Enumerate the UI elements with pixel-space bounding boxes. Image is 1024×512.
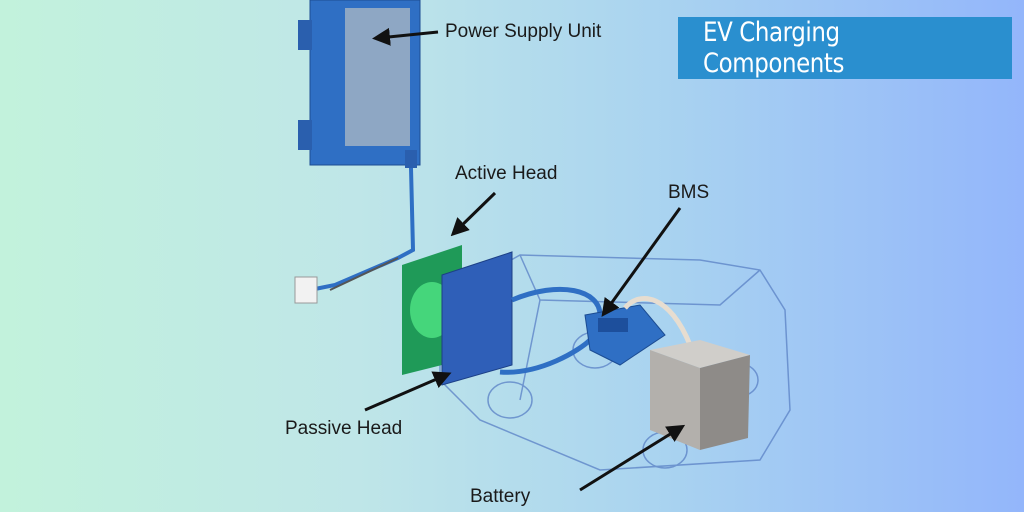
car-outline [439, 254, 791, 471]
title-banner: EV Charging Components [678, 17, 1012, 79]
label-bms: BMS [668, 182, 710, 203]
label-passive-head: Passive Head [285, 418, 403, 439]
wall-socket-icon [294, 276, 318, 304]
power-supply-unit-image [298, 0, 421, 168]
label-battery: Battery [470, 486, 531, 507]
bms-image [584, 304, 666, 366]
title-text: EV Charging Components [703, 17, 845, 79]
cable [511, 286, 603, 316]
power-cable [309, 167, 416, 292]
passive-head-image [441, 251, 513, 386]
label-power-supply-unit: Power Supply Unit [445, 21, 602, 42]
pointer-arrows [364, 27, 686, 492]
label-active-head: Active Head [455, 163, 558, 184]
battery-image [650, 340, 750, 450]
